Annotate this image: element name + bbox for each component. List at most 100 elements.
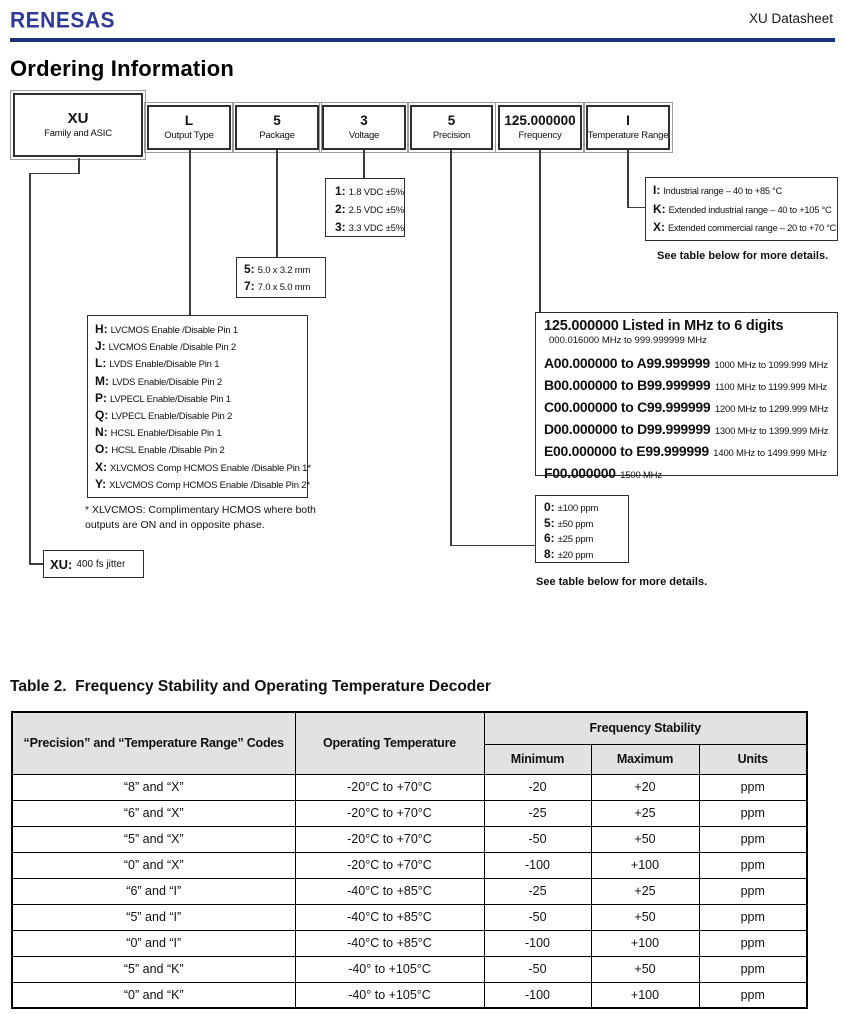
- output-type-option: H:LVCMOS Enable /Disable Pin 1: [95, 322, 307, 339]
- precision-option: 0:±100 ppm: [544, 500, 628, 516]
- option-text: HCSL Enable/Disable Pin 1: [110, 428, 222, 440]
- range-code: F00.000000: [544, 465, 616, 481]
- option-text: ±50 ppm: [557, 518, 594, 530]
- option-text: 1.8 VDC ±5%: [348, 187, 404, 198]
- part-code: 5: [273, 113, 281, 129]
- cell-maximum: +50: [590, 903, 700, 931]
- cell-units: ppm: [698, 851, 808, 879]
- header-minimum: Minimum: [483, 743, 592, 775]
- option-text: HCSL Enable /Disable Pin 2: [111, 445, 225, 457]
- cell-codes: “0” and “I”: [11, 929, 296, 957]
- connector-line: [189, 150, 191, 315]
- connector-line: [627, 206, 645, 208]
- option-code: P:: [95, 390, 107, 405]
- cell-operating-temperature: -40°C to +85°C: [294, 929, 485, 957]
- renesas-logo: RENESAS: [10, 8, 116, 33]
- cell-codes: “5” and “I”: [11, 903, 296, 931]
- cell-codes: “6” and “I”: [11, 877, 296, 905]
- precision-see-table-note: See table below for more details.: [536, 576, 708, 588]
- connector-line: [450, 544, 535, 546]
- range-code: A00.000000 to A99.999999: [544, 355, 710, 371]
- option-code: 5:: [544, 515, 555, 530]
- part-code: I: [626, 113, 630, 129]
- part-box-precision: 5 Precision: [407, 102, 496, 153]
- cell-units: ppm: [698, 799, 808, 827]
- output-type-option: L:LVDS Enable/Disable Pin 1: [95, 356, 307, 373]
- temperature-option: K:Extended industrial range – 40 to +105…: [653, 202, 837, 221]
- cell-operating-temperature: -40° to +105°C: [294, 955, 485, 983]
- option-text: LVCMOS Enable /Disable Pin 1: [110, 325, 238, 336]
- option-code: Q:: [95, 407, 109, 422]
- connector-line: [363, 150, 365, 178]
- cell-operating-temperature: -40°C to +85°C: [294, 903, 485, 931]
- option-code: I:: [653, 183, 661, 197]
- cell-minimum: -50: [483, 955, 592, 983]
- range-mhz: 1200 MHz to 1299.999 MHz: [714, 404, 829, 415]
- output-type-option: Y:XLVCMOS Comp HCMOS Enable /Disable Pin…: [95, 476, 310, 494]
- part-label: Frequency: [518, 129, 562, 141]
- output-type-option: M:LVDS Enable/Disable Pin 2: [95, 374, 307, 391]
- cell-operating-temperature: -20°C to +70°C: [294, 851, 485, 879]
- output-type-option: N:HCSL Enable/Disable Pin 1: [95, 425, 307, 442]
- voltage-option: 1:1.8 VDC ±5%: [335, 184, 404, 202]
- part-code: XU: [67, 110, 89, 128]
- part-box-package: 5 Package: [232, 102, 322, 153]
- range-mhz: 1400 MHz to 1499.999 MHz: [713, 448, 827, 459]
- option-code: 2:: [335, 202, 346, 216]
- cell-minimum: -100: [483, 981, 592, 1009]
- option-text: Extended commercial range – 20 to +70 °C: [668, 223, 837, 233]
- cell-units: ppm: [698, 877, 808, 905]
- frequency-range: C00.000000 to C99.999999 1200 MHz to 129…: [544, 399, 837, 421]
- option-code: J:: [95, 339, 106, 354]
- header-operating-temperature: Operating Temperature: [294, 711, 485, 775]
- part-label: Voltage: [348, 129, 380, 141]
- frequency-subtitle: 000.016000 MHz to 999.999999 MHz: [549, 335, 707, 346]
- part-code: 5: [447, 113, 456, 129]
- part-box-output-type: L Output Type: [144, 102, 234, 153]
- connector-line: [29, 172, 31, 565]
- option-code: Y:: [95, 476, 107, 491]
- header-rule: [10, 38, 835, 42]
- connector-line: [29, 563, 44, 565]
- option-text: 7.0 x 5.0 mm: [257, 282, 311, 293]
- option-text: LVCMOS Enable /Disable Pin 2: [108, 342, 236, 354]
- option-code: 8:: [544, 546, 555, 561]
- precision-option: 8:±20 ppm: [544, 547, 628, 563]
- cell-operating-temperature: -20°C to +70°C: [294, 825, 485, 853]
- range-mhz: 1300 MHz to 1399.999 MHz: [714, 426, 829, 437]
- cell-maximum: +100: [590, 929, 700, 957]
- table-title: Table 2. Frequency Stability and Operati…: [10, 678, 491, 695]
- option-text: 2.5 VDC ±5%: [348, 205, 404, 216]
- option-code: 5:: [244, 262, 255, 276]
- cell-minimum: -20: [483, 773, 592, 801]
- part-label: Package: [259, 129, 295, 141]
- temperature-options-box: I:Industrial range – 40 to +85 °C K:Exte…: [645, 177, 838, 241]
- connector-line: [78, 158, 80, 174]
- precision-option: 6:±25 ppm: [544, 531, 628, 547]
- cell-maximum: +25: [590, 799, 700, 827]
- cell-units: ppm: [698, 903, 808, 931]
- option-text: 3.3 VDC ±5%: [348, 223, 404, 234]
- cell-operating-temperature: -20°C to +70°C: [294, 799, 485, 827]
- range-mhz: 1000 MHz to 1099.999 MHz: [714, 360, 828, 371]
- part-code: L: [184, 113, 194, 129]
- table-header-row: “Precision” and “Temperature Range” Code…: [11, 711, 808, 775]
- option-text: XLVCMOS Comp HCMOS Enable /Disable Pin 2…: [109, 479, 310, 491]
- part-box-temperature-range: I Temperature Range: [583, 102, 673, 153]
- table-subheader-row: Minimum Maximum Units: [12, 743, 808, 775]
- cell-operating-temperature: -40° to +105°C: [294, 981, 485, 1009]
- output-type-option: P:LVPECL Enable/Disable Pin 1: [95, 391, 307, 408]
- cell-minimum: -100: [483, 929, 592, 957]
- cell-minimum: -25: [483, 799, 592, 827]
- precision-option: 5:±50 ppm: [544, 516, 628, 532]
- cell-operating-temperature: -20°C to +70°C: [294, 773, 485, 801]
- option-text: 400 fs jitter: [76, 558, 126, 570]
- cell-maximum: +25: [590, 877, 700, 905]
- frequency-range: F00.000000 1500 MHz: [544, 465, 837, 487]
- header-units: Units: [698, 743, 808, 775]
